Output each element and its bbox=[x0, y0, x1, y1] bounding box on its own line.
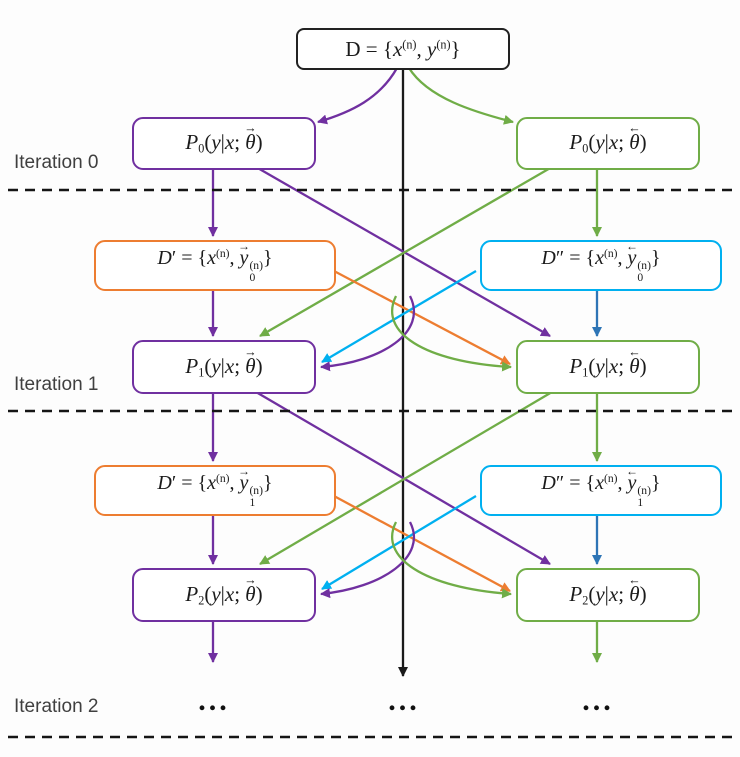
box-p2-left: P2(y|x; →θ) bbox=[132, 568, 316, 622]
formula-dataset-d: D = {x(n), y(n)} bbox=[345, 36, 461, 61]
arrow-dataset-to-p2-left bbox=[320, 521, 416, 599]
formula-dprime-0: D′ = {x(n), →y(n)0} bbox=[157, 238, 273, 284]
formula-ddprime-0: D″ = {x(n), ←y(n)0} bbox=[541, 238, 661, 284]
arrow-p1-left-to-p2-right bbox=[255, 391, 551, 565]
ellipsis-right: ... bbox=[582, 684, 614, 717]
formula-dprime-1: D′ = {x(n), →y(n)1} bbox=[157, 463, 273, 509]
arrow-dataset-to-p1-left bbox=[320, 295, 416, 372]
formula-p0-right: P0(y|x; ←θ) bbox=[569, 121, 647, 156]
box-ddprime-0: D″ = {x(n), ←y(n)0} bbox=[480, 240, 722, 291]
box-p0-right: P0(y|x; ←θ) bbox=[516, 117, 700, 170]
arrow-ddprime1-to-p2-left bbox=[321, 495, 477, 590]
arrow-dataset-to-p0-right bbox=[408, 67, 514, 125]
box-p2-right: P2(y|x; ←θ) bbox=[516, 568, 700, 622]
arrow-dprime0-to-p1-right bbox=[333, 269, 511, 366]
box-ddprime-1: D″ = {x(n), ←y(n)1} bbox=[480, 465, 722, 516]
formula-p2-right: P2(y|x; ←θ) bbox=[569, 572, 647, 608]
arrow-dataset-to-p1-right bbox=[390, 295, 512, 372]
ellipsis-left: ... bbox=[198, 684, 230, 717]
box-dprime-1: D′ = {x(n), →y(n)1} bbox=[94, 465, 336, 516]
box-p1-left: P1(y|x; →θ) bbox=[132, 340, 316, 394]
formula-p2-left: P2(y|x; →θ) bbox=[185, 572, 263, 608]
label-iteration-2: Iteration 2 bbox=[14, 696, 99, 717]
box-p0-left: P0(y|x; →θ) bbox=[132, 117, 316, 170]
formula-p0-left: P0(y|x; →θ) bbox=[185, 121, 263, 156]
formula-ddprime-1: D″ = {x(n), ←y(n)1} bbox=[541, 463, 661, 509]
box-dprime-0: D′ = {x(n), →y(n)0} bbox=[94, 240, 336, 291]
arrow-p0-left-to-p1-right bbox=[255, 166, 551, 337]
box-p1-right: P1(y|x; ←θ) bbox=[516, 340, 700, 394]
label-iteration-0: Iteration 0 bbox=[14, 152, 99, 173]
formula-p1-right: P1(y|x; ←θ) bbox=[569, 344, 647, 380]
arrow-dataset-to-p0-left bbox=[317, 67, 399, 125]
box-dataset-d: D = {x(n), y(n)} bbox=[296, 28, 510, 70]
arrow-dprime1-to-p2-right bbox=[333, 494, 511, 593]
arrow-dataset-to-p2-right bbox=[390, 521, 512, 599]
arrow-ddprime0-to-p1-left bbox=[321, 270, 477, 363]
arrow-p0-right-to-p1-left bbox=[259, 166, 553, 337]
formula-p1-left: P1(y|x; →θ) bbox=[185, 344, 263, 380]
arrow-p1-right-to-p2-left bbox=[259, 391, 553, 565]
label-iteration-1: Iteration 1 bbox=[14, 374, 99, 395]
ellipsis-center: ... bbox=[388, 684, 420, 717]
